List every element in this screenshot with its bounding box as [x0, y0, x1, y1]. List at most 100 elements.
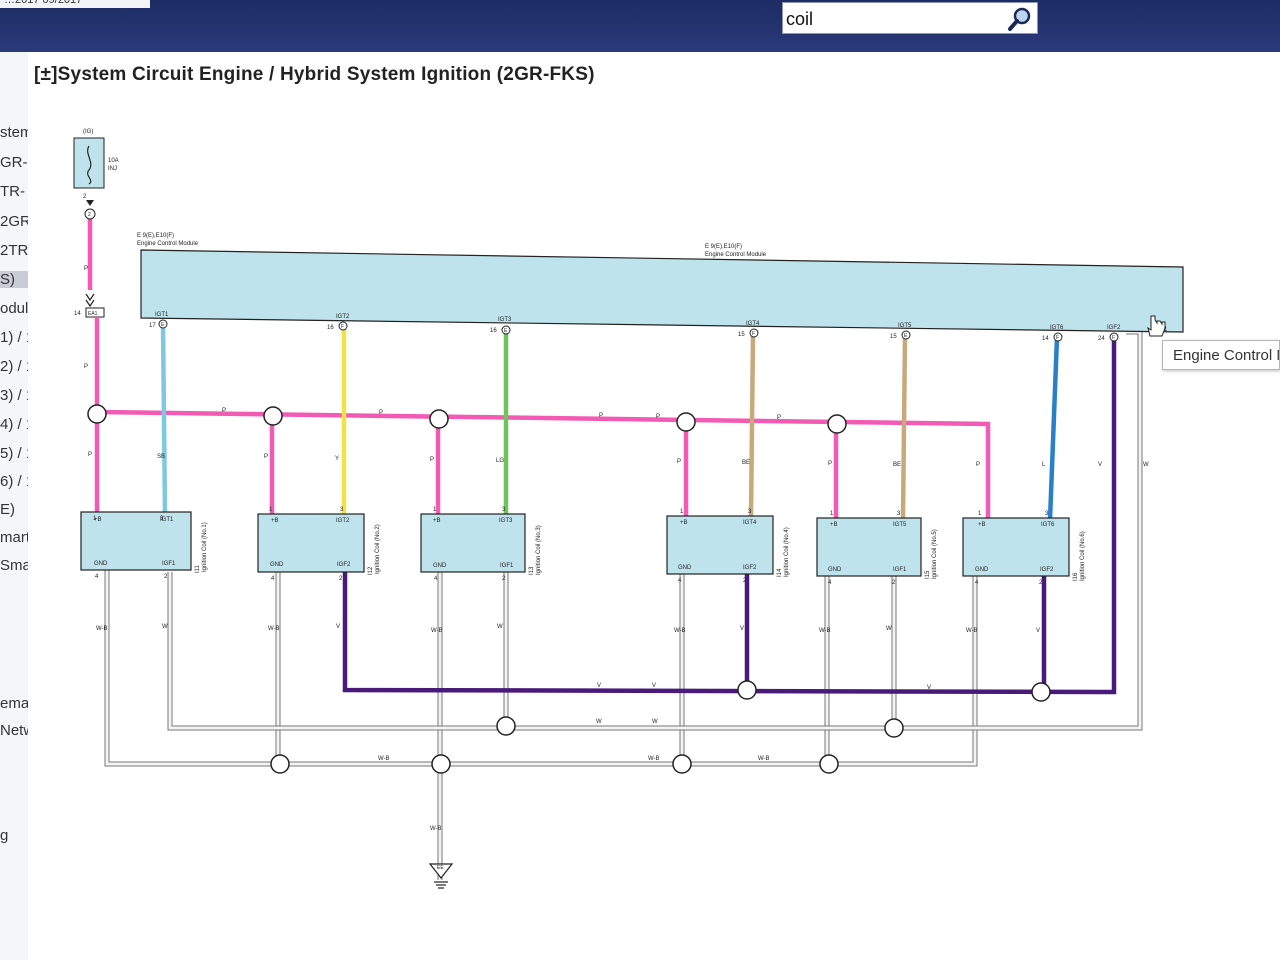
svg-text:3: 3	[1045, 511, 1049, 517]
svg-text:P: P	[88, 452, 92, 458]
svg-text:1: 1	[680, 509, 684, 515]
svg-text:IGT4: IGT4	[743, 520, 757, 526]
splice	[431, 754, 451, 774]
svg-text:Ignition Coil (No.6): Ignition Coil (No.6)	[1080, 531, 1086, 581]
svg-text:1: 1	[269, 507, 273, 513]
sidebar-item[interactable]: 2) / 1	[0, 358, 28, 375]
svg-text:15: 15	[738, 332, 745, 338]
sidebar-item[interactable]: mart K	[0, 529, 29, 546]
svg-text:W-B: W-B	[674, 628, 686, 634]
svg-text:V: V	[597, 683, 601, 689]
svg-text:I15: I15	[925, 570, 931, 579]
svg-text:V: V	[1036, 628, 1040, 634]
sidebar-item[interactable]: 2TR-	[0, 242, 29, 259]
svg-text:1: 1	[978, 511, 982, 517]
svg-text:IGF1: IGF1	[893, 567, 907, 573]
sidebar-item[interactable]: Networ	[0, 722, 28, 739]
sidebar-item[interactable]: TR-	[0, 183, 25, 200]
sidebar-item[interactable]: stem	[0, 124, 28, 141]
svg-text:2: 2	[1039, 580, 1043, 586]
wire-wb-ground-bus-inner	[105, 568, 977, 880]
svg-text:V: V	[336, 624, 340, 630]
ignition-coil-2[interactable]: +B IGT2 GND IGF2 1 3 4 2 I12 Ignition Co…	[257, 507, 381, 582]
sidebar-item[interactable]: 3) / 1	[0, 387, 28, 404]
svg-text:Ignition Coil (No.4): Ignition Coil (No.4)	[784, 527, 790, 577]
splice	[87, 404, 107, 424]
svg-text:W: W	[886, 626, 892, 632]
svg-text:P: P	[599, 413, 603, 419]
search-box[interactable]	[782, 2, 1038, 35]
search-icon[interactable]	[1007, 6, 1033, 32]
svg-text:IGT1: IGT1	[155, 312, 169, 318]
sidebar-item[interactable]: 4) / 1	[0, 416, 28, 433]
svg-text:GND: GND	[94, 561, 108, 567]
tooltip: Engine Control Module	[1162, 340, 1280, 370]
svg-text:LG: LG	[496, 458, 504, 464]
sidebar-item[interactable]: g	[0, 827, 9, 844]
ea1-label: EA1	[88, 311, 98, 317]
ignition-coil-3[interactable]: +B IGT3 GND IGF1 1 3 4 2 I13 Ignition Co…	[420, 507, 542, 582]
svg-text:W-B: W-B	[378, 756, 390, 762]
svg-text:4: 4	[271, 576, 275, 582]
splice	[1031, 682, 1051, 702]
wire-be-igt5	[900, 334, 908, 519]
ignition-coil-4[interactable]: +B IGT4 GND IGF2 1 3 4 2 I14 Ignition Co…	[666, 509, 790, 584]
sidebar-item[interactable]: E)	[0, 501, 15, 518]
fuse-pin: 2	[83, 194, 87, 200]
svg-text:Ignition Coil (No.2): Ignition Coil (No.2)	[375, 524, 381, 574]
search-input[interactable]	[783, 3, 1008, 35]
splice	[819, 754, 839, 774]
ignition-coil-1[interactable]: 1 3 +B IGT1 GND IGF1 4 2 I11 Ignition Co…	[80, 511, 208, 580]
ea1-pin: 14	[74, 311, 81, 317]
svg-text:W-B: W-B	[648, 756, 660, 762]
sidebar-item[interactable]: GR-	[0, 154, 28, 171]
fuse-ig-label: (IG)	[83, 129, 93, 135]
sidebar-item[interactable]: ematic	[0, 695, 29, 712]
sidebar-item[interactable]: 1) / 1	[0, 329, 28, 346]
sidebar-item[interactable]: Smart	[0, 557, 28, 574]
fuse-connector: 2	[88, 212, 91, 218]
ecm-right-code: E 9(E),E10(F)	[705, 244, 742, 250]
wire-labels: P P P P P P P P P P P P P SB Y LG BE BE …	[84, 266, 1149, 832]
ecm-left-name: Engine Control Module	[137, 241, 199, 247]
svg-text:P: P	[656, 414, 660, 420]
svg-text:P: P	[84, 266, 88, 272]
svg-text:IGF1: IGF1	[162, 561, 176, 567]
sidebar-item-selected[interactable]: S)	[0, 271, 28, 288]
svg-text:IGT5: IGT5	[898, 323, 912, 329]
sidebar-item[interactable]: odule	[0, 300, 29, 317]
svg-text:E: E	[504, 328, 508, 334]
svg-text:W-B: W-B	[819, 628, 831, 634]
sidebar-item[interactable]: 6) / 1	[0, 473, 28, 490]
ignition-coil-6[interactable]: +B IGT6 GND IGF2 1 3 4 2 I16 Ignition Co…	[962, 511, 1086, 586]
svg-text:2: 2	[502, 576, 506, 582]
sidebar-item[interactable]: 5) / 1	[0, 445, 28, 462]
svg-text:1: 1	[433, 507, 437, 513]
svg-text:4: 4	[434, 576, 438, 582]
page-title: [±]System Circuit Engine / Hybrid System…	[34, 64, 595, 85]
svg-text:V: V	[740, 626, 744, 632]
svg-text:Y: Y	[335, 456, 339, 462]
wire-wb-ground-bus	[104, 568, 978, 880]
svg-text:W: W	[497, 624, 503, 630]
svg-text:F: F	[752, 331, 755, 337]
hand-cursor-icon	[1147, 315, 1166, 337]
svg-text:4: 4	[95, 574, 99, 580]
svg-text:IGF2: IGF2	[1040, 567, 1054, 573]
ground-icon: EE	[428, 863, 454, 889]
svg-text:W-B: W-B	[431, 628, 443, 634]
ignition-coil-5[interactable]: +B IGT5 GND IGF1 1 3 4 2 I15 Ignition Co…	[816, 511, 938, 586]
engine-control-module[interactable]: E 9(E),E10(F) Engine Control Module E 9(…	[137, 233, 1184, 333]
svg-text:W-B: W-B	[966, 628, 978, 634]
svg-text:4: 4	[678, 578, 682, 584]
svg-text:1: 1	[830, 511, 834, 517]
svg-text:+B: +B	[680, 520, 688, 526]
splice	[737, 680, 757, 700]
ecm-pin-igf1: 1	[1164, 327, 1168, 333]
splice-points	[87, 404, 1051, 774]
svg-text:P: P	[430, 457, 434, 463]
sidebar-item[interactable]: 2GR	[0, 213, 29, 230]
svg-text:IGT2: IGT2	[336, 518, 350, 524]
